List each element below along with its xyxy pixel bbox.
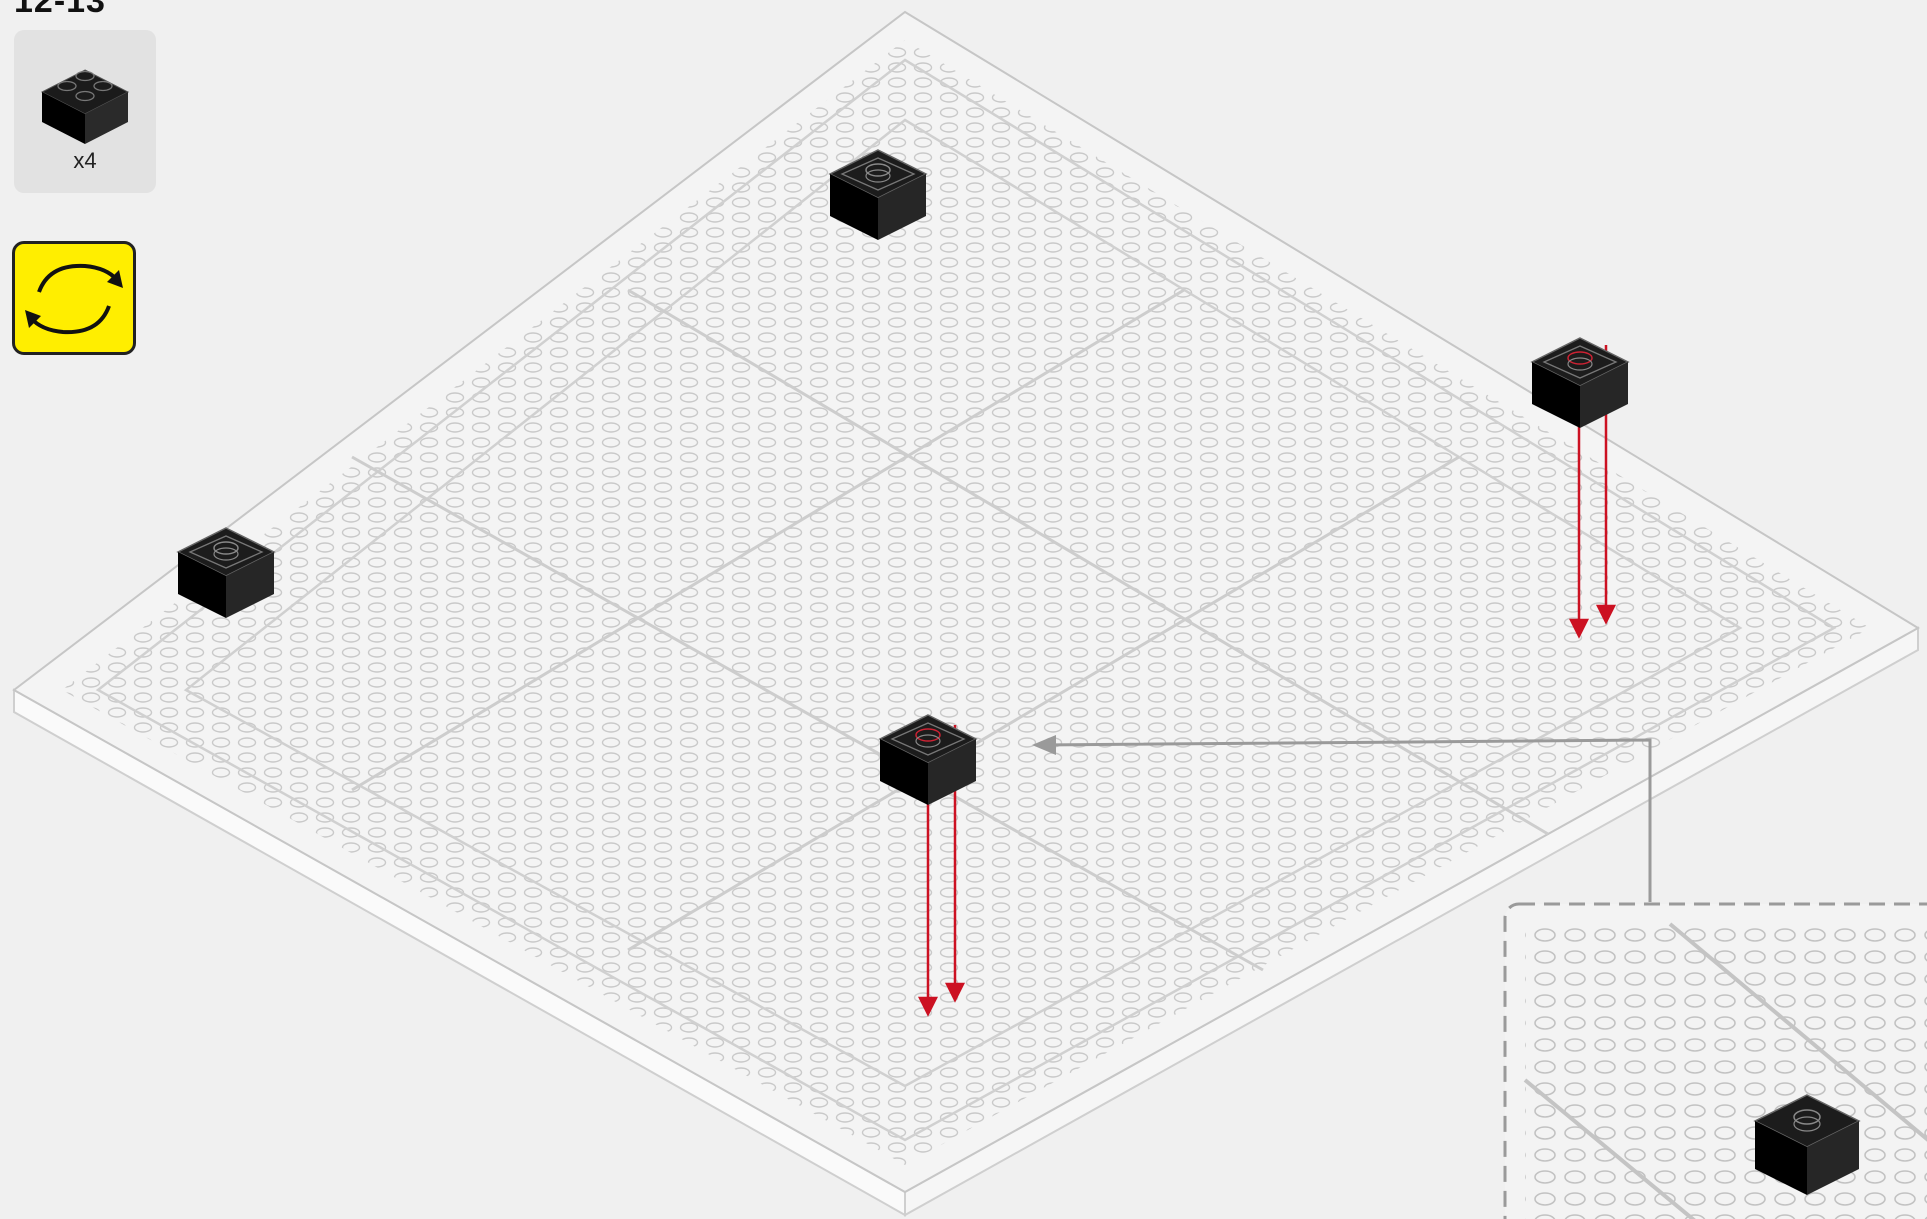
zoom-callout [1505, 904, 1927, 1219]
